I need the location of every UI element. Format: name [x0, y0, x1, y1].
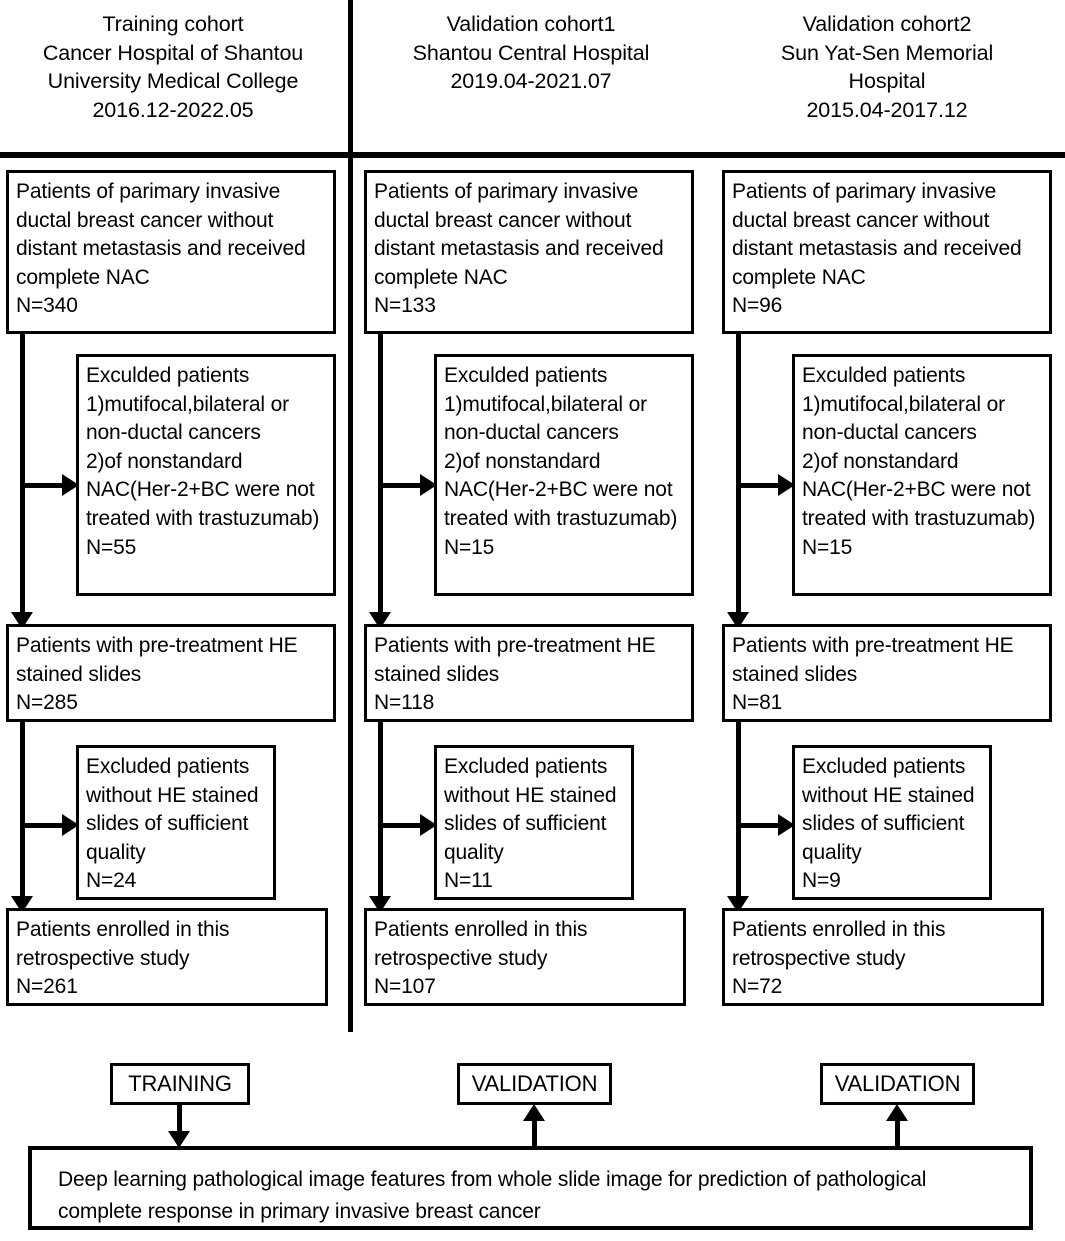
arrowhead-validation1-excl1	[420, 474, 437, 496]
arrowhead-validation2-excl2	[778, 814, 795, 836]
box-final-training: Patients enrolled in this retrospective …	[6, 908, 328, 1006]
column-header-validation2: Validation cohort2 Sun Yat-Sen Memorial …	[780, 12, 994, 122]
tag-validation1: VALIDATION	[457, 1063, 612, 1105]
connector-branch-training-excl2	[20, 823, 68, 828]
box-exclusion2-validation1: Excluded patients without HE stained sli…	[434, 745, 634, 900]
box-exclusion2-validation2: Excluded patients without HE stained sli…	[792, 745, 992, 900]
connector-trunk-validation2-1	[736, 334, 741, 616]
box-final-validation1: Patients enrolled in this retrospective …	[364, 908, 686, 1006]
box-exclusion1-validation2: Exculded patients 1)mutifocal,bilateral …	[792, 354, 1052, 596]
box-exclusion1-validation1: Exculded patients 1)mutifocal,bilateral …	[434, 354, 694, 596]
tag-validation2: VALIDATION	[820, 1063, 975, 1105]
arrowhead-validation2-excl1	[778, 474, 795, 496]
arrowhead-validation1-excl2	[420, 814, 437, 836]
connector-branch-validation1-excl2	[378, 823, 426, 828]
connector-branch-validation2-excl2	[736, 823, 784, 828]
box-stage2-validation1: Patients with pre-treatment HE stained s…	[364, 624, 694, 722]
connector-trunk-validation1-1	[378, 334, 383, 616]
arrowhead-tag-training	[168, 1131, 190, 1148]
connector-branch-validation2-excl1	[736, 483, 784, 488]
column-header-training: Training cohort Cancer Hospital of Shant…	[42, 12, 304, 122]
box-summary-model: Deep learning pathological image feature…	[28, 1146, 1033, 1230]
arrowhead-tag-validation2	[886, 1104, 908, 1121]
connector-branch-training-excl1	[20, 483, 68, 488]
connector-tag-training	[177, 1105, 182, 1135]
box-source-training: Patients of parimary invasive ductal bre…	[6, 170, 336, 334]
header-separator-rule	[0, 152, 1065, 158]
connector-trunk-training-1	[20, 334, 25, 616]
column-header-validation1: Validation cohort1 Shantou Central Hospi…	[412, 12, 650, 93]
column-divider-vertical	[348, 0, 353, 1032]
tag-training: TRAINING	[110, 1063, 250, 1105]
connector-branch-validation1-excl1	[378, 483, 426, 488]
arrowhead-training-excl1	[62, 474, 79, 496]
connector-trunk-validation2-2	[736, 722, 741, 900]
box-final-validation2: Patients enrolled in this retrospective …	[722, 908, 1044, 1006]
box-source-validation2: Patients of parimary invasive ductal bre…	[722, 170, 1052, 334]
box-stage2-validation2: Patients with pre-treatment HE stained s…	[722, 624, 1052, 722]
connector-tag-validation2	[895, 1117, 900, 1148]
box-stage2-training: Patients with pre-treatment HE stained s…	[6, 624, 336, 722]
connector-trunk-validation1-2	[378, 722, 383, 900]
connector-tag-validation1	[532, 1117, 537, 1148]
box-exclusion1-training: Exculded patients 1)mutifocal,bilateral …	[76, 354, 336, 596]
arrowhead-tag-validation1	[523, 1104, 545, 1121]
box-exclusion2-training: Excluded patients without HE stained sli…	[76, 745, 276, 900]
box-source-validation1: Patients of parimary invasive ductal bre…	[364, 170, 694, 334]
arrowhead-training-excl2	[62, 814, 79, 836]
connector-trunk-training-2	[20, 722, 25, 900]
